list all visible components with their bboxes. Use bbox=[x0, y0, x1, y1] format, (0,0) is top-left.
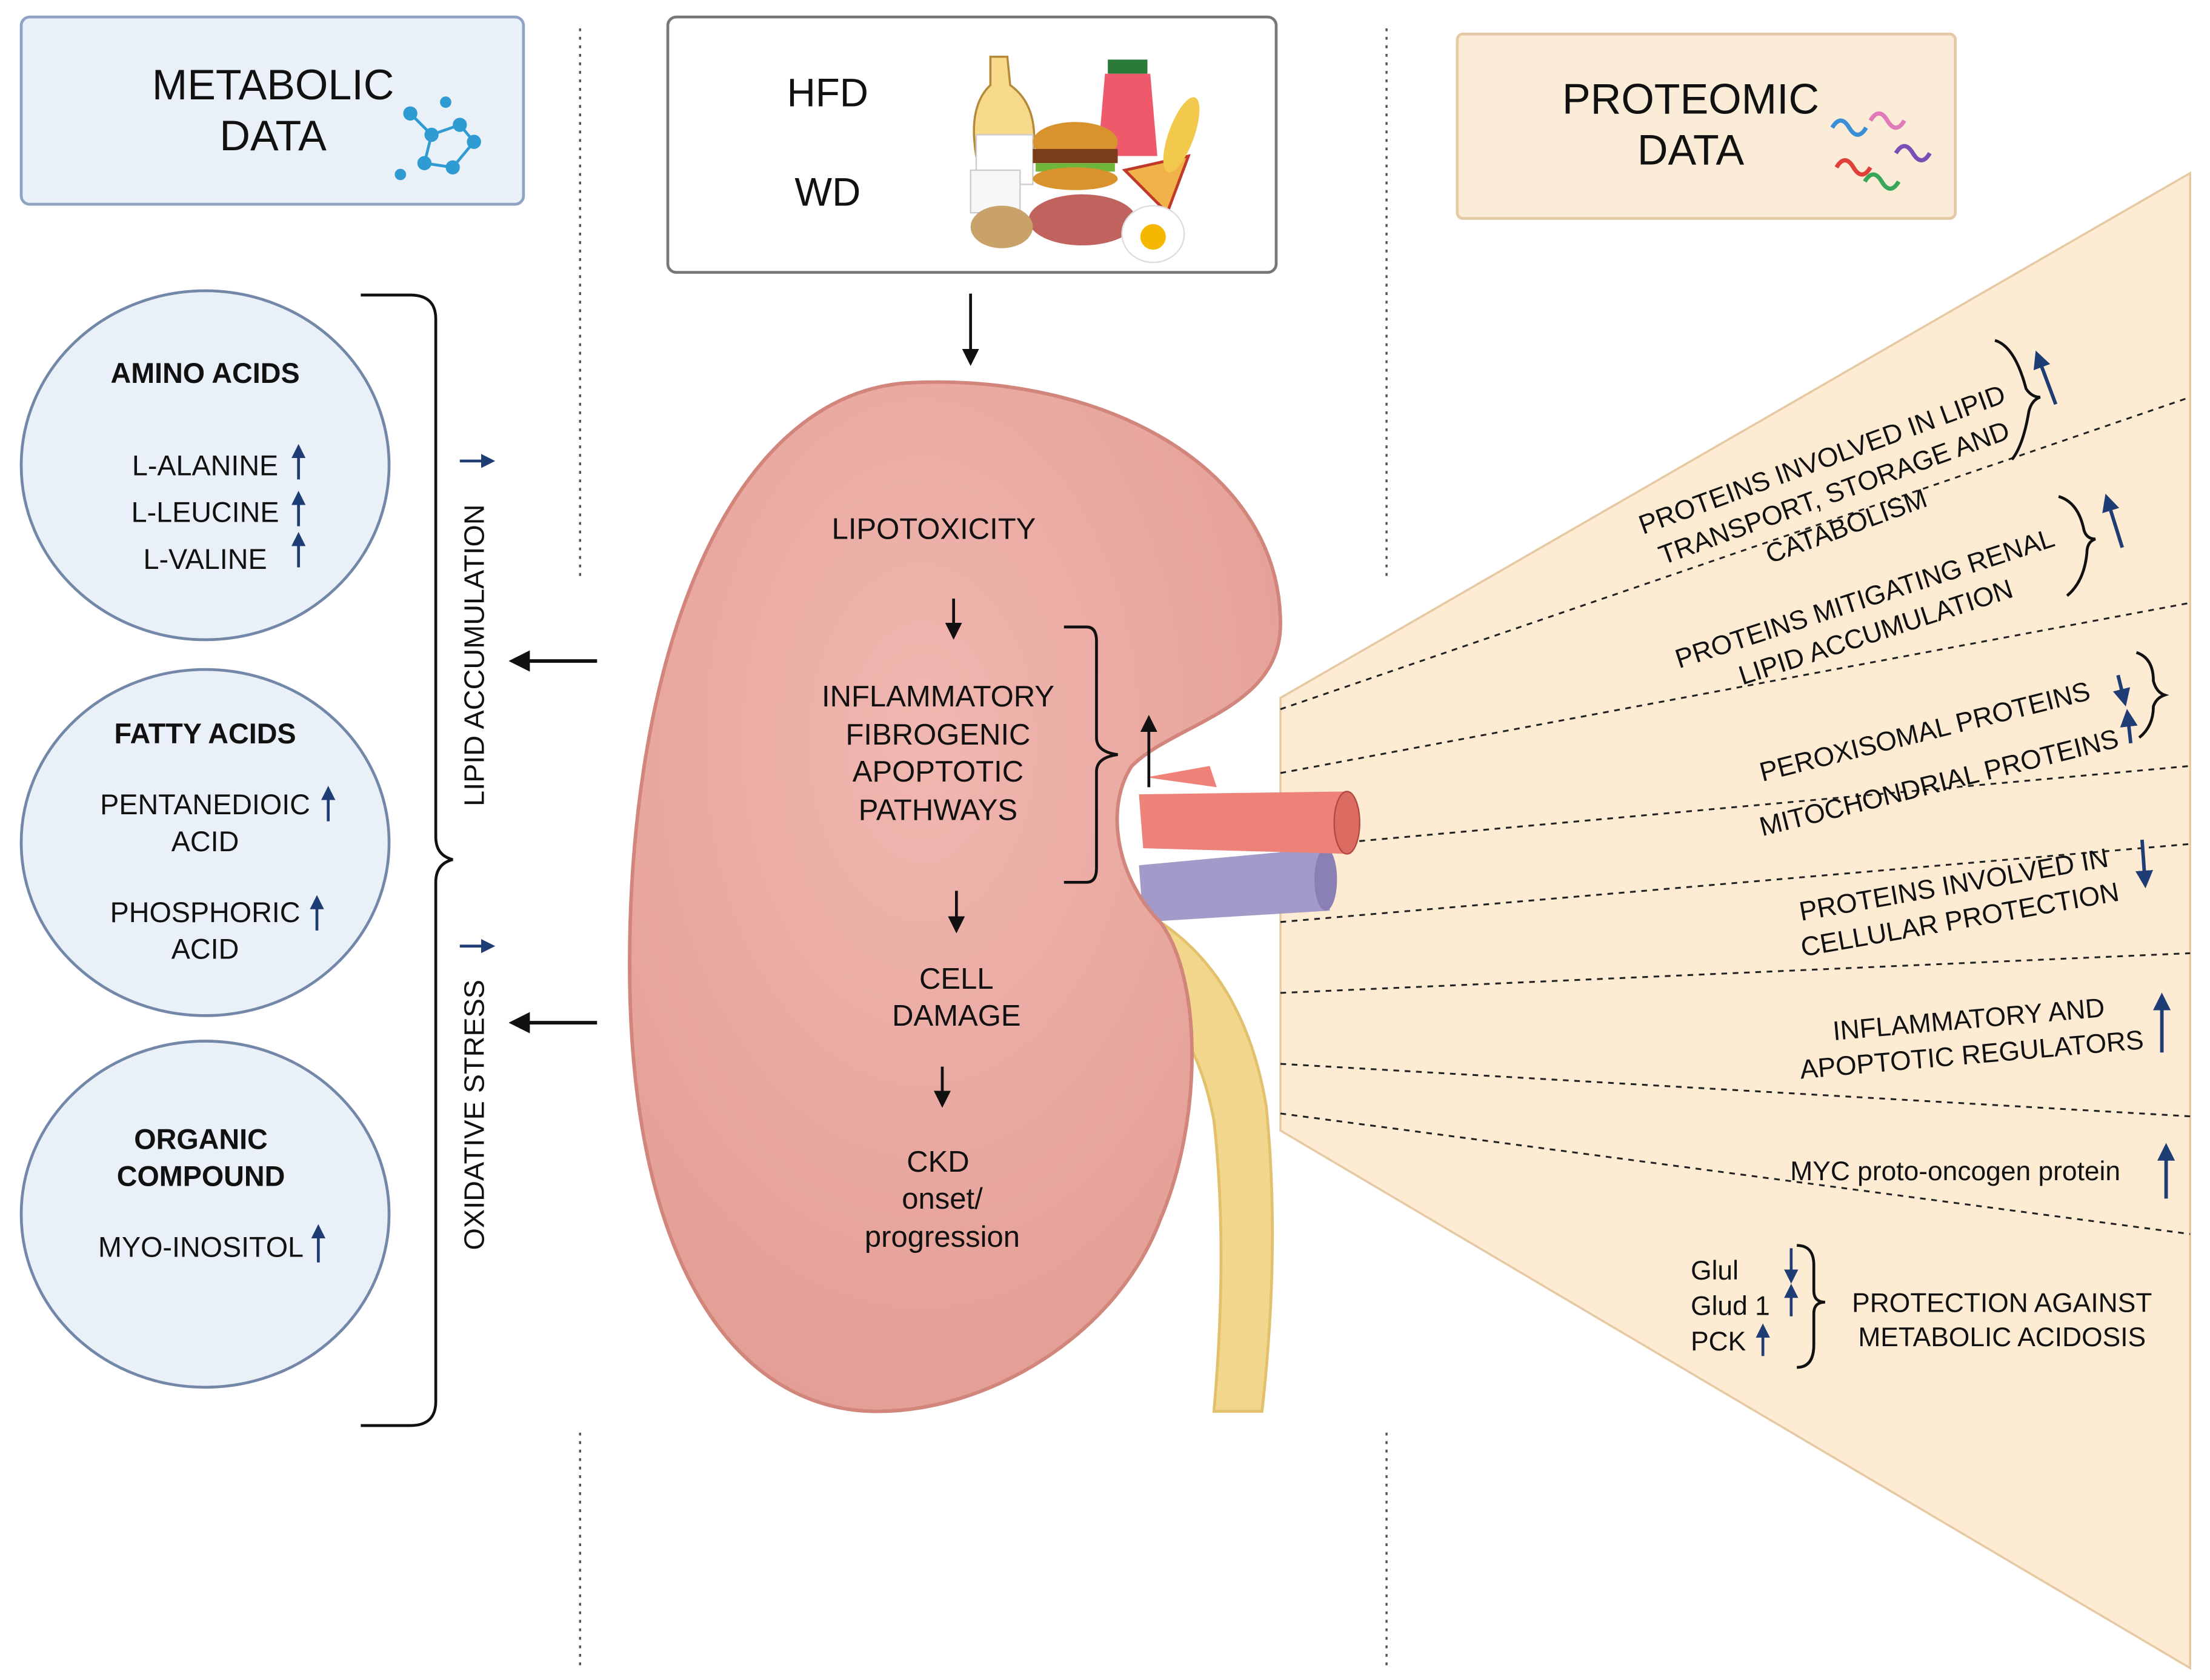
metabolite-phosphoric-acid: ACID bbox=[171, 934, 239, 965]
step-inflammatory: INFLAMMATORY bbox=[822, 680, 1054, 713]
finding-acidosis-line1: PROTECTION AGAINST bbox=[1852, 1289, 2152, 1318]
step-lipotoxicity: LIPOTOXICITY bbox=[832, 513, 1036, 546]
metabolic-title-line1: METABOLIC bbox=[152, 61, 394, 108]
step-onset: onset/ bbox=[902, 1183, 983, 1215]
finding-brace-3 bbox=[2135, 651, 2169, 739]
gene-pck: PCK bbox=[1691, 1327, 1746, 1356]
metabolite-pentanedioic: PENTANEDIOIC bbox=[100, 789, 310, 820]
step-pathways: PATHWAYS bbox=[859, 794, 1017, 826]
step-fibrogenic: FIBROGENIC bbox=[845, 719, 1030, 751]
gene-glud1: Glud 1 bbox=[1691, 1291, 1770, 1321]
metabolite-phosphoric: PHOSPHORIC bbox=[110, 897, 301, 928]
oxidative-stress-label: OXIDATIVE STRESS bbox=[459, 980, 490, 1250]
finding-myc: MYC proto-oncogen protein bbox=[1790, 1157, 2120, 1186]
diet-box: HFD WD bbox=[666, 15, 1278, 274]
metabolic-title-line2: DATA bbox=[219, 112, 327, 159]
finding-acidosis-line2: METABOLIC ACIDOSIS bbox=[1858, 1323, 2146, 1352]
organic-compound-title-line2: COMPOUND bbox=[117, 1160, 285, 1192]
step-progression: progression bbox=[865, 1221, 1020, 1253]
molecule-network-icon bbox=[394, 96, 481, 181]
step-ckd: CKD bbox=[907, 1146, 969, 1178]
arrow-up-icon bbox=[2102, 493, 2124, 548]
metabolite-l-valine: L-VALINE bbox=[143, 543, 267, 575]
arrow-up-icon bbox=[2033, 350, 2058, 405]
step-apoptotic: APOPTOTIC bbox=[853, 755, 1023, 788]
amino-acids-title: AMINO ACIDS bbox=[110, 357, 299, 389]
finding-brace-2 bbox=[2058, 495, 2096, 597]
finding-genes: Glul Glud 1 PCK PROTECTION AGAINST METAB… bbox=[1691, 1244, 2152, 1369]
arrow-down-icon bbox=[2135, 839, 2154, 889]
fatty-acids-title: FATTY ACIDS bbox=[115, 718, 296, 749]
metabolic-data-box: METABOLIC DATA bbox=[19, 15, 525, 206]
organic-compound-circle: ORGANIC COMPOUND MYO-INOSITOL bbox=[19, 1040, 391, 1389]
step-damage: DAMAGE bbox=[892, 1000, 1020, 1032]
fatty-acids-circle: FATTY ACIDS PENTANEDIOIC ACID PHOSPHORIC… bbox=[19, 668, 391, 1017]
proteomic-title-line2: DATA bbox=[1637, 127, 1745, 174]
amino-acids-circle: AMINO ACIDS L-ALANINE L-LEUCINE L-VALINE bbox=[19, 289, 391, 642]
step-cell: CELL bbox=[919, 963, 994, 995]
gene-glul: Glul bbox=[1691, 1256, 1739, 1286]
artery bbox=[1139, 791, 1351, 854]
vein bbox=[1139, 848, 1330, 922]
pathway-bracket bbox=[1063, 625, 1118, 884]
diet-label-wd: WD bbox=[794, 170, 860, 214]
finding-brace-1 bbox=[1994, 339, 2041, 461]
arrow-down-icon bbox=[2112, 674, 2131, 707]
proteomic-title-line1: PROTEOMIC bbox=[1562, 75, 1819, 122]
finding-brace-genes bbox=[1797, 1244, 1826, 1369]
arrow-up-icon bbox=[2120, 709, 2138, 744]
metabolite-l-leucine: L-LEUCINE bbox=[131, 497, 279, 528]
metabolite-myo-inositol: MYO-INOSITOL bbox=[98, 1231, 304, 1263]
food-collage-icon bbox=[970, 55, 1200, 264]
ureter bbox=[1130, 920, 1274, 1413]
lipid-accumulation-label: LIPID ACCUMULATION bbox=[459, 504, 490, 806]
metabolite-pentanedioic-acid: ACID bbox=[171, 826, 239, 857]
proteomic-fan bbox=[1279, 171, 2192, 1670]
metabolite-l-alanine: L-ALANINE bbox=[132, 450, 278, 481]
diet-label-hfd: HFD bbox=[787, 71, 868, 115]
protein-structures-icon bbox=[1830, 111, 1932, 191]
proteomic-data-box: PROTEOMIC DATA bbox=[1456, 32, 1957, 220]
metabolite-bracket bbox=[361, 293, 453, 1427]
organic-compound-title-line1: ORGANIC bbox=[134, 1123, 267, 1155]
